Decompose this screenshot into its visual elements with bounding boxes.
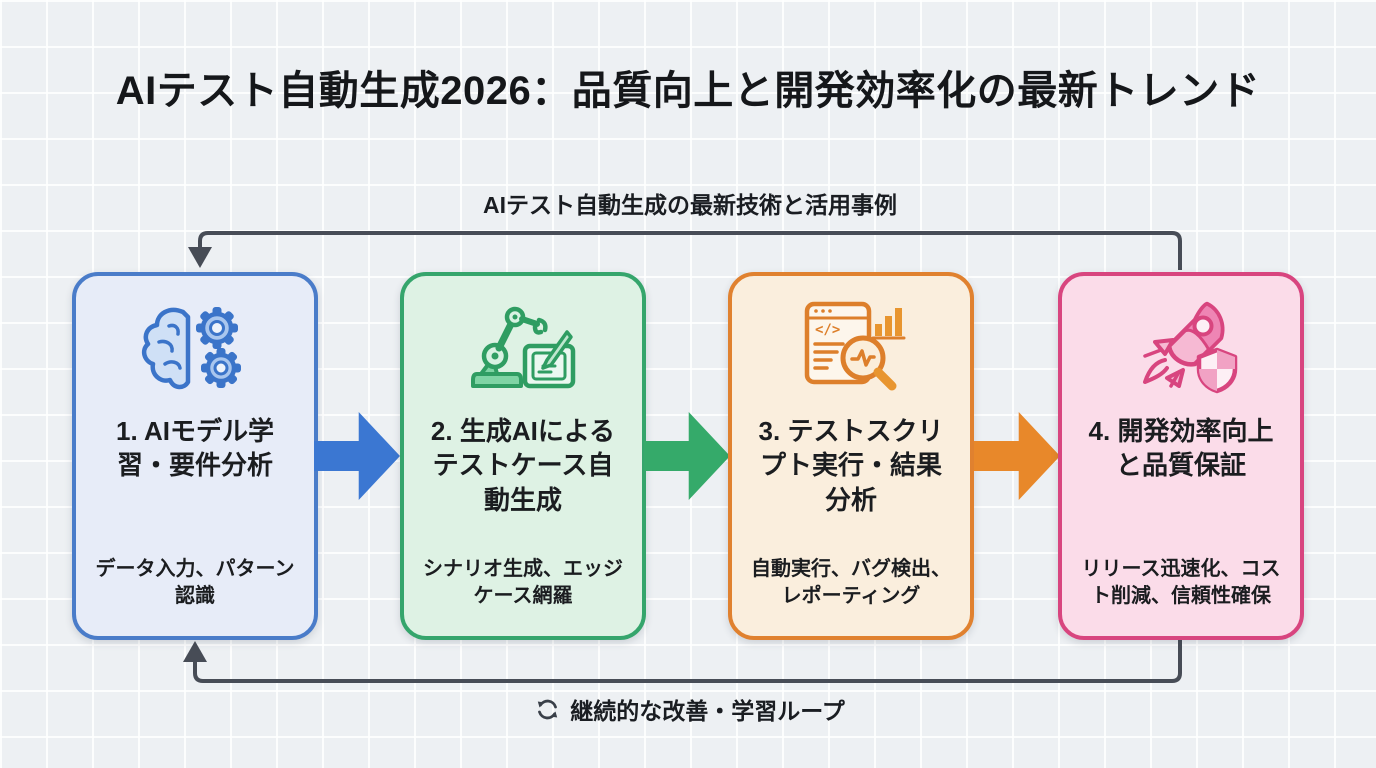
bottom-loop-label-row: 継続的な改善・学習ループ [200,692,1180,726]
step-title: 2. 生成AIによるテストケース自動生成 [430,416,616,515]
flow-arrow-1-2 [314,412,400,500]
step-card-4: 4. 開発効率向上と品質保証 リリース迅速化、コスト削減、信頼性確保 [1058,272,1304,640]
step-title: 1. AIモデル学習・要件分析 [116,416,274,481]
flow-arrow-2-3 [644,412,730,500]
top-loop-arrow [188,231,1182,270]
robot-arm-tablet-icon [404,298,642,398]
top-loop-label: AIテスト自動生成の最新技術と活用事例 [483,192,897,218]
bottom-loop-arrow [183,633,1182,683]
svg-text:</>: </> [815,322,840,338]
step-subtitle: 自動実行、バグ検出、レポーティング [751,558,951,607]
rocket-shield-icon [1062,298,1300,398]
refresh-icon [535,697,560,722]
step-card-3: </> 3. テストスクリプト実行・結果分析 自動実行、バグ検出、レポーティング [728,272,974,640]
step-title: 3. テストスクリプト実行・結果分析 [758,416,944,515]
test-report-magnifier-icon: </> [732,298,970,398]
step-card-2: 2. 生成AIによるテストケース自動生成 シナリオ生成、エッジケース網羅 [400,272,646,640]
bottom-loop-label: 継続的な改善・学習ループ [570,698,845,724]
step-card-1: 1. AIモデル学習・要件分析 データ入力、パターン認識 [72,272,318,640]
step-subtitle: データ入力、パターン認識 [95,558,295,607]
page-title: AIテスト自動生成2026：品質向上と開発効率化の最新トレンド [115,69,1261,113]
step-title: 4. 開発効率向上と品質保証 [1088,416,1274,481]
brain-gears-icon [76,298,314,398]
flow-arrow-3-4 [974,412,1060,500]
step-subtitle: リリース迅速化、コスト削減、信頼性確保 [1081,558,1281,607]
step-subtitle: シナリオ生成、エッジケース網羅 [423,558,623,607]
bar-chart-glyph [871,308,906,340]
